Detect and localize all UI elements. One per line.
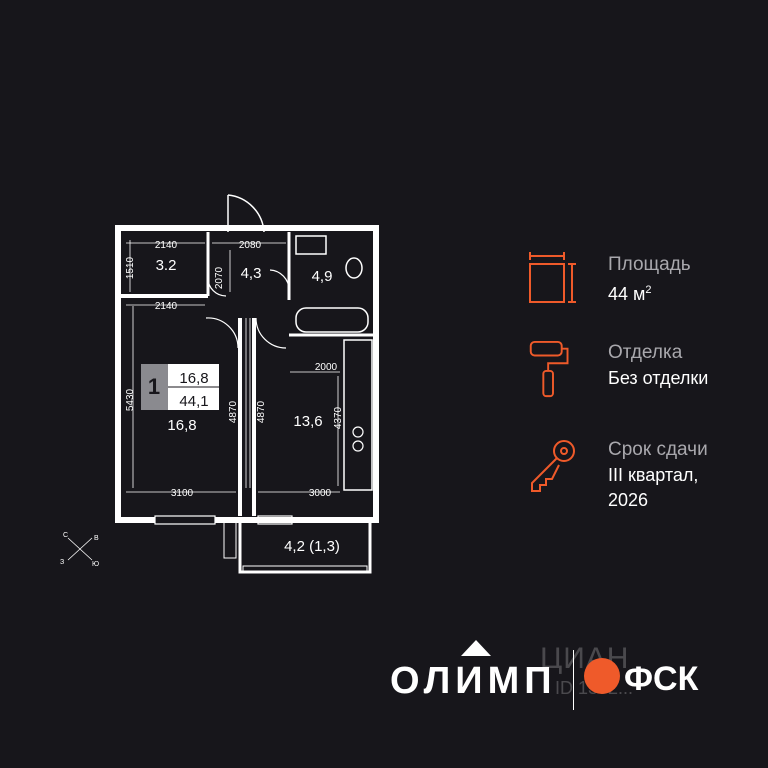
kitchen-door-swing: [255, 317, 287, 349]
dimension-lines: [126, 240, 340, 493]
info-finish: Отделка Без отделки: [528, 340, 748, 402]
dim-label: 1510: [125, 256, 136, 279]
info-area: Площадь 44 м2: [528, 252, 748, 312]
kitchen-counter: [343, 339, 373, 491]
compass-west: З: [60, 559, 64, 566]
room-label-hall: 4,3: [241, 265, 262, 282]
deadline-label: Срок сдачи: [608, 439, 708, 460]
dim-label: 4870: [256, 400, 267, 423]
dim-label: 2000: [315, 362, 338, 373]
dim-label: 2140: [155, 301, 178, 312]
room-label-storage: 3.2: [156, 257, 177, 274]
dim-label: 3100: [171, 488, 194, 499]
room-label-kitchen: 13,6: [293, 413, 322, 430]
storage-door-swing: [207, 277, 227, 297]
dim-label: 2070: [214, 266, 225, 289]
room-label-bedroom: 16,8: [167, 417, 196, 434]
floor-area-icon: [529, 252, 576, 303]
fsk-logo: ФСК: [624, 660, 699, 698]
dim-label: 2140: [155, 240, 178, 251]
entry-door-swing: [227, 194, 265, 233]
bath-door-swing: [269, 269, 290, 291]
deadline-value-line1: III квартал,: [608, 465, 699, 485]
rooms-count-cell: [141, 364, 168, 410]
compass-icon: С В Ю З: [60, 532, 99, 568]
key-icon: [531, 440, 575, 492]
finish-value: Без отделки: [608, 368, 709, 388]
paint-roller-icon: [529, 340, 569, 398]
dim-label: 4370: [333, 406, 344, 429]
balcony-column: [223, 521, 237, 559]
deadline-value-line2: 2026: [608, 490, 649, 510]
dim-label: 2080: [239, 240, 262, 251]
finish-label: Отделка: [608, 342, 683, 363]
stove-burner: [352, 426, 364, 438]
window-frame-bedroom: [154, 515, 216, 525]
area-label: Площадь: [608, 254, 691, 275]
living-area: 16,8: [179, 370, 208, 387]
room-label-balcony: 4,2 (1,3): [284, 538, 340, 555]
dim-label: 3000: [309, 488, 332, 499]
bedroom-door-swing: [205, 317, 239, 349]
balcony-outline: [238, 518, 372, 574]
olimp-logo: ОЛИМП: [390, 660, 557, 702]
info-deadline: Срок сдачи III квартал, 2026: [528, 437, 748, 517]
toilet: [345, 257, 363, 279]
compass-north: С: [63, 532, 68, 539]
olimp-logo-roof-icon: [461, 640, 491, 656]
area-value: 44 м2: [608, 284, 652, 304]
compass-east: В: [94, 535, 99, 542]
rooms-count: 1: [148, 374, 160, 399]
fsk-logo-icon: [584, 658, 620, 694]
logo-divider: [573, 650, 574, 710]
balcony-rail: [242, 565, 368, 572]
compass-south: Ю: [92, 561, 99, 568]
dim-label: 4870: [228, 400, 239, 423]
washing-machine: [295, 235, 327, 255]
bathtub: [295, 307, 369, 333]
dim-label: 5430: [125, 388, 136, 411]
total-area: 44,1: [179, 393, 208, 410]
room-label-bath: 4,9: [312, 268, 333, 285]
stove-burner: [352, 440, 364, 452]
